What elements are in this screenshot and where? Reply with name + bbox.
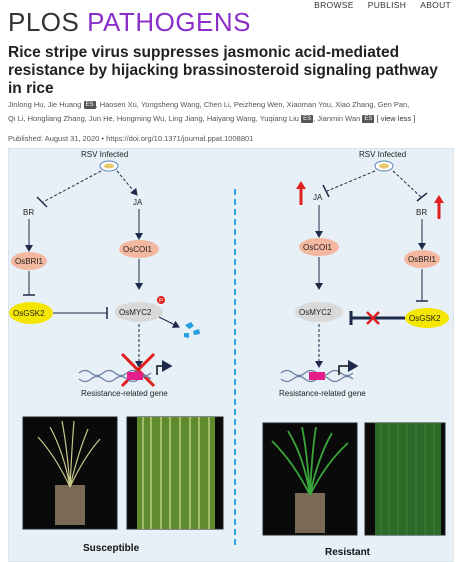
author-link[interactable]: Peizheng Wen,	[233, 100, 287, 109]
author-link[interactable]: Haiyang Wang,	[206, 114, 258, 123]
doi-link[interactable]: https://doi.org/10.1371/journal.ppat.100…	[106, 134, 254, 143]
osbri1-label-left: OsBRI1	[15, 257, 44, 266]
leaf-photo-resistant	[364, 422, 446, 536]
oscoi1-node-right	[299, 238, 339, 256]
article-title: Rice stripe virus suppresses jasmonic ac…	[8, 44, 438, 97]
edge	[42, 170, 102, 203]
inhibit-bar	[416, 192, 428, 202]
osgsk2-node-right	[405, 308, 449, 328]
edge	[392, 170, 422, 198]
osbri1-node-left	[11, 252, 47, 270]
site-header: PLOS PATHOGENS BROWSE PUBLISH ABOUT	[0, 0, 459, 40]
virus-icon-left	[99, 160, 119, 172]
oscoi1-node-left	[119, 240, 159, 258]
author-line-2: Qi Li, Hongliang Zhang, Jun He, Hongming…	[8, 112, 453, 126]
author-link[interactable]: Qi Li,	[8, 114, 26, 123]
phospho-icon	[157, 296, 165, 304]
pathway-diagram: RSV Infected BR JA OsBRI1 OsCOI1 OsGSK2 …	[9, 150, 449, 547]
osgsk2-label-left: OsGSK2	[13, 309, 45, 318]
logo-journal-name: PATHOGENS	[87, 7, 251, 37]
degradation-icon	[184, 322, 200, 338]
phospho-label: P	[159, 299, 163, 305]
osgsk2-label-right: OsGSK2	[409, 314, 441, 323]
author-link[interactable]: Jie Huang ES,	[47, 100, 100, 110]
equal-contribution-badge: ES	[362, 115, 375, 124]
virus-label-left: RSV Infected	[81, 150, 128, 159]
published-date: Published: August 31, 2020	[8, 134, 100, 143]
inhibit-bar	[36, 196, 48, 208]
osbri1-node-right	[404, 250, 440, 268]
increase-arrow-head	[296, 181, 306, 189]
author-link[interactable]: Gen Pan,	[377, 100, 410, 109]
author-link[interactable]: Jinlong Hu,	[8, 100, 48, 109]
dna-gene-icon-left	[78, 360, 173, 383]
inhibit-bar	[322, 184, 330, 198]
equal-contribution-badge: ES	[301, 115, 314, 124]
edge	[158, 316, 180, 328]
osmyc2-label-right: OsMYC2	[299, 308, 332, 317]
author-link[interactable]: Yuqiang Liu ES,	[259, 114, 318, 124]
author-link[interactable]: Chen Li,	[203, 100, 234, 109]
dna-gene-icon-right	[280, 360, 359, 383]
equal-contribution-badge: ES	[83, 101, 96, 110]
author-link[interactable]: Jianmin Wan ES	[317, 114, 375, 124]
author-link[interactable]: Hongliang Zhang,	[27, 114, 87, 123]
nav-about[interactable]: ABOUT	[420, 0, 451, 10]
oscoi1-label-right: OsCOI1	[303, 243, 332, 252]
view-less-link[interactable]: [ view less ]	[376, 114, 416, 123]
main-nav: BROWSE PUBLISH ABOUT	[314, 0, 451, 10]
graphical-abstract[interactable]: RSV Infected BR JA OsBRI1 OsCOI1 OsGSK2 …	[8, 148, 454, 562]
nav-publish[interactable]: PUBLISH	[367, 0, 407, 10]
osbri1-label-right: OsBRI1	[408, 255, 437, 264]
publication-info: Published: August 31, 2020 • https://doi…	[8, 134, 254, 143]
br-label-right: BR	[416, 208, 427, 217]
nav-browse[interactable]: BROWSE	[314, 0, 354, 10]
osmyc2-label-left: OsMYC2	[119, 308, 152, 317]
block-cross-icon	[120, 352, 156, 388]
author-link[interactable]: Ling Jiang,	[168, 114, 205, 123]
author-link[interactable]: Xiaoman You,	[286, 100, 336, 109]
ja-label-left: JA	[133, 198, 143, 207]
author-list: Jinlong Hu, Jie Huang ES, Haosen Xu, Yon…	[8, 98, 453, 126]
osmyc2-node-left	[115, 302, 163, 322]
edge	[116, 170, 138, 196]
plant-photo-susceptible	[22, 416, 118, 530]
gene-label-right: Resistance-related gene	[279, 389, 366, 398]
virus-icon-right	[374, 160, 394, 172]
caption-susceptible: Susceptible	[83, 543, 140, 554]
journal-logo[interactable]: PLOS PATHOGENS	[8, 8, 251, 36]
virus-label-right: RSV Infected	[359, 150, 406, 159]
author-link[interactable]: Hongming Wu,	[116, 114, 167, 123]
leaf-photo-susceptible	[126, 416, 224, 530]
oscoi1-label-left: OsCOI1	[123, 245, 152, 254]
br-label-left: BR	[23, 208, 34, 217]
gene-label-left: Resistance-related gene	[81, 389, 168, 398]
edge	[326, 170, 376, 192]
caption-resistant: Resistant	[325, 547, 371, 558]
increase-arrow-head	[434, 195, 444, 203]
plant-photo-resistant	[262, 422, 358, 536]
author-link[interactable]: Haosen Xu,	[99, 100, 141, 109]
author-link[interactable]: Yongsheng Wang,	[140, 100, 204, 109]
author-link[interactable]: Jun He,	[88, 114, 115, 123]
osgsk2-node-left	[9, 302, 53, 324]
block-cross-icon	[366, 311, 380, 325]
logo-plos: PLOS	[8, 7, 80, 37]
author-line-1: Jinlong Hu, Jie Huang ES, Haosen Xu, Yon…	[8, 98, 453, 112]
author-link[interactable]: Xiao Zhang,	[335, 100, 378, 109]
osmyc2-node-right	[295, 302, 343, 322]
ja-label-right: JA	[313, 193, 323, 202]
